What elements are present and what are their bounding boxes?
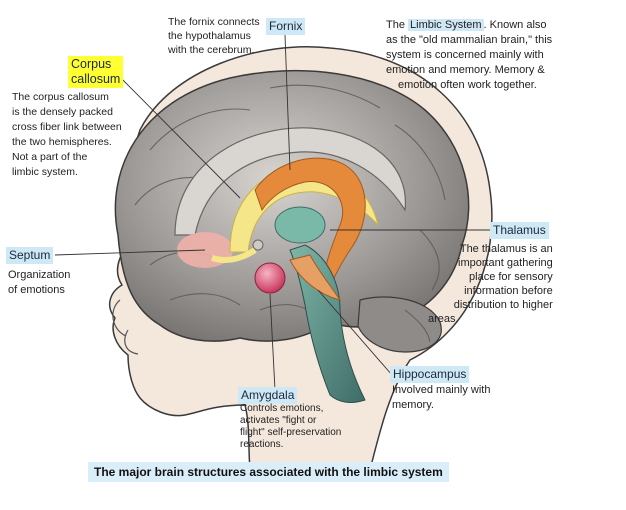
hippocampus-note-line: Involved mainly with: [392, 384, 491, 396]
thalamus-note-line: distribution to higher: [453, 299, 553, 311]
leader-lines: [54, 34, 490, 391]
septum-note-line: of emotions: [8, 284, 65, 296]
limbic-note-line: . Known also: [483, 19, 547, 31]
fornix-note-line: the hypothalamus: [168, 30, 251, 42]
brain-stem: [289, 244, 366, 403]
corpus-callosum-shape: [174, 127, 406, 236]
corpus-callosum-note-line: cross fiber link between: [12, 121, 122, 133]
thalamus-note-line: areas.: [428, 313, 459, 325]
corpus-callosum-note-line: limbic system.: [12, 166, 78, 178]
thalamus-label: Thalamus: [490, 222, 549, 239]
thalamus-description: The thalamus is an important gathering p…: [428, 242, 553, 326]
corpus-callosum-note-line: Not a part of the: [12, 151, 88, 163]
amygdala-label: Amygdala: [238, 387, 298, 404]
corpus-callosum-description: The corpus callosum is the densely packe…: [12, 90, 122, 180]
hippocampus-note-line: memory.: [392, 399, 434, 411]
figure-caption: The major brain structures associated wi…: [88, 462, 449, 482]
amygdala-description: Controls emotions, activates "fight or f…: [240, 403, 341, 451]
limbic-note-first-line: The Limbic System. Known also: [386, 18, 552, 33]
fornix-description: The fornix connects the hypothalamus wit…: [168, 15, 260, 57]
limbic-system-term: Limbic System: [408, 19, 484, 31]
septum-note-line: Organization: [8, 269, 71, 281]
limbic-note-line: emotion and memory. Memory &: [386, 64, 545, 76]
ear: [112, 299, 127, 337]
amygdala-shape: [254, 262, 286, 294]
amygdala-note-line: reactions.: [240, 439, 284, 450]
fornix-label: Fornix: [266, 18, 306, 35]
cerebellum: [357, 296, 442, 353]
corpus-callosum-label: Corpus callosum: [68, 56, 124, 88]
limbic-note-line: system is concerned mainly with: [386, 49, 544, 61]
thalamus-note-line: place for sensory: [469, 271, 553, 283]
thalamus-note-line: The thalamus is an: [459, 243, 553, 255]
corpus-callosum-label-line: Corpus: [71, 57, 112, 71]
amygdala-note-line: flight" self-preservation: [240, 427, 342, 438]
corpus-callosum-note-line: is the densely packed: [12, 106, 113, 118]
limbic-note-line: emotion often work together.: [398, 79, 537, 91]
corpus-callosum-note-line: The corpus callosum: [12, 91, 109, 103]
septum-description: Organization of emotions: [8, 268, 70, 298]
limbic-note-line: as the "old mammalian brain," this: [386, 34, 553, 46]
limbic-system-description: The Limbic System. Known also as the "ol…: [386, 18, 552, 93]
thalamus-shape: [274, 206, 326, 244]
fornix-note-line: The fornix connects: [168, 16, 260, 28]
septum-label: Septum: [6, 247, 54, 264]
nose: [124, 329, 139, 355]
mammillary-body: [252, 239, 264, 251]
cerebrum: [114, 69, 470, 342]
corpus-callosum-label-line: callosum: [71, 72, 121, 86]
corpus-callosum-note-line: the two hemispheres.: [12, 136, 112, 148]
limbic-prefix: The: [386, 19, 409, 31]
thalamus-note-line: information before: [464, 285, 553, 297]
hippocampus-label: Hippocampus: [390, 366, 470, 383]
fornix-note-line: with the cerebrum.: [168, 44, 255, 56]
amygdala-note-line: activates "fight or: [240, 415, 317, 426]
fornix-pillar: [211, 247, 257, 263]
thalamus-note-line: important gathering: [458, 257, 553, 269]
amygdala-note-line: Controls emotions,: [240, 403, 324, 414]
hippocampus-description: Involved mainly with memory.: [392, 383, 490, 413]
hippocampus-shape: [289, 254, 342, 301]
